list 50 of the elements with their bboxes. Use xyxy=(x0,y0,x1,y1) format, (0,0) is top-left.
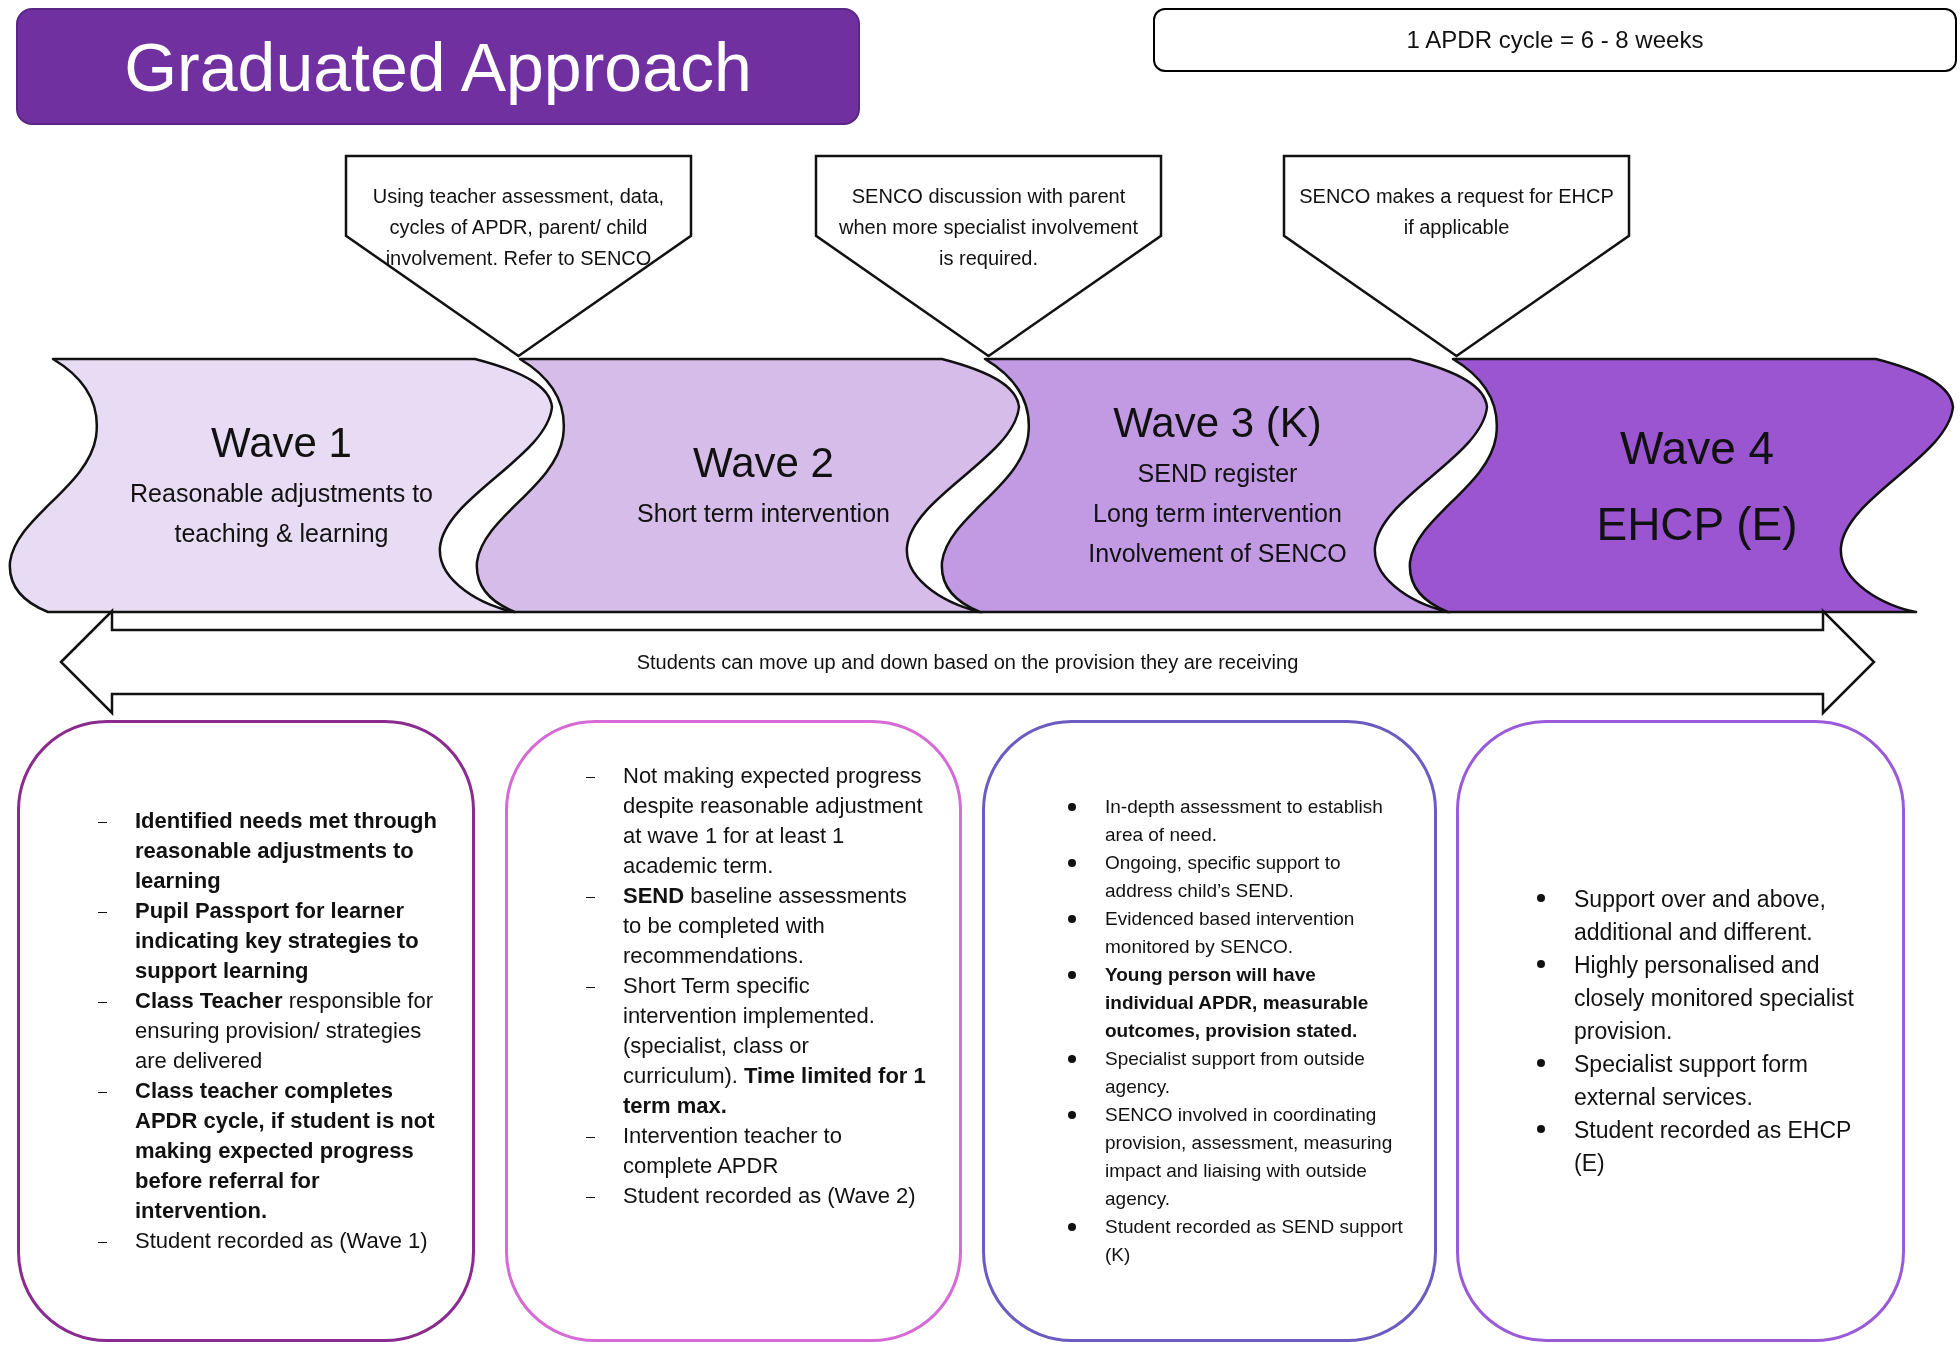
list-item: Short Term specific intervention implemented. (specialist, class or curriculum). Time limited for 1 term max. xyxy=(578,971,929,1121)
info-card xyxy=(505,720,962,1342)
callout-shape xyxy=(345,155,692,357)
band-text: Students can move up and down based on the provision they are receiving xyxy=(636,650,1299,674)
double-arrow-band xyxy=(60,610,1875,714)
list-item: SEND baseline assessments to be completed with recommendations. xyxy=(578,881,929,971)
callout-shape xyxy=(815,155,1162,357)
wave-banner xyxy=(1408,357,1956,614)
list-item: Evidenced based intervention monitored by SENCO. xyxy=(1060,905,1409,961)
list-item: Student recorded as (Wave 2) xyxy=(578,1181,929,1211)
list-item: Student recorded as EHCP (E) xyxy=(1529,1113,1877,1180)
list-item: Class teacher completes APDR cycle, if student is not making expected progress before referral for intervention. xyxy=(90,1076,442,1226)
wave-heading: Wave 3 (K) xyxy=(1113,398,1322,447)
list-item: Identified needs met through reasonable adjustments to learning xyxy=(90,806,442,896)
wave-heading: Wave 4 xyxy=(1619,420,1775,476)
wave-banner xyxy=(475,357,1022,614)
list-item: Support over and above, additional and different. xyxy=(1529,882,1877,949)
list-item: Intervention teacher to complete APDR xyxy=(578,1121,929,1181)
callout-text: SENCO discussion with parent when more specialist involvement is required. xyxy=(838,184,1139,271)
callout-text: Using teacher assessment, data, cycles of APDR, parent/ child involvement. Refer to SENCO xyxy=(371,184,666,271)
callout-shape xyxy=(1283,155,1630,357)
wave-heading: Wave 1 xyxy=(211,418,352,467)
wave-text: SEND register xyxy=(1137,457,1298,489)
wave-banner xyxy=(940,357,1490,614)
list-item: Not making expected progress despite reasonable adjustment at wave 1 for at least 1 academic term. xyxy=(578,761,929,881)
list-item: In-depth assessment to establish area of need. xyxy=(1060,793,1409,849)
info-card xyxy=(982,720,1437,1342)
list-item: Specialist support form external services. xyxy=(1529,1047,1877,1114)
list-item: Class Teacher responsible for ensuring provision/ strategies are delivered xyxy=(90,986,442,1076)
note-text: 1 APDR cycle = 6 - 8 weeks xyxy=(1406,26,1704,54)
info-card xyxy=(1456,720,1905,1342)
wave-heading: Wave 2 xyxy=(693,438,834,487)
title-text: Graduated Approach xyxy=(124,27,752,106)
title-banner xyxy=(16,8,860,125)
wave-text: EHCP (E) xyxy=(1596,496,1798,552)
list-item: Young person will have individual APDR, measurable outcomes, provision stated. xyxy=(1060,961,1409,1045)
list-item: Specialist support from outside agency. xyxy=(1060,1045,1409,1101)
info-card xyxy=(17,720,475,1342)
wave-text: Involvement of SENCO xyxy=(1088,537,1347,569)
wave-text: Long term intervention xyxy=(1093,497,1342,529)
wave-text: Short term intervention xyxy=(637,497,890,529)
callout-text: SENCO makes a request for EHCP if applicable xyxy=(1298,184,1615,240)
list-item: SENCO involved in coordinating provision, assessment, measuring impact and liaising with outside agency. xyxy=(1060,1101,1409,1213)
list-item: Student recorded as SEND support (K) xyxy=(1060,1213,1409,1269)
list-item: Ongoing, specific support to address child’s SEND. xyxy=(1060,849,1409,905)
wave-banner xyxy=(8,357,555,614)
wave-text: Reasonable adjustments to teaching & learning xyxy=(129,477,434,549)
note-box xyxy=(1153,8,1957,72)
list-item: Student recorded as (Wave 1) xyxy=(90,1226,442,1256)
list-item: Highly personalised and closely monitored specialist provision. xyxy=(1529,948,1877,1048)
